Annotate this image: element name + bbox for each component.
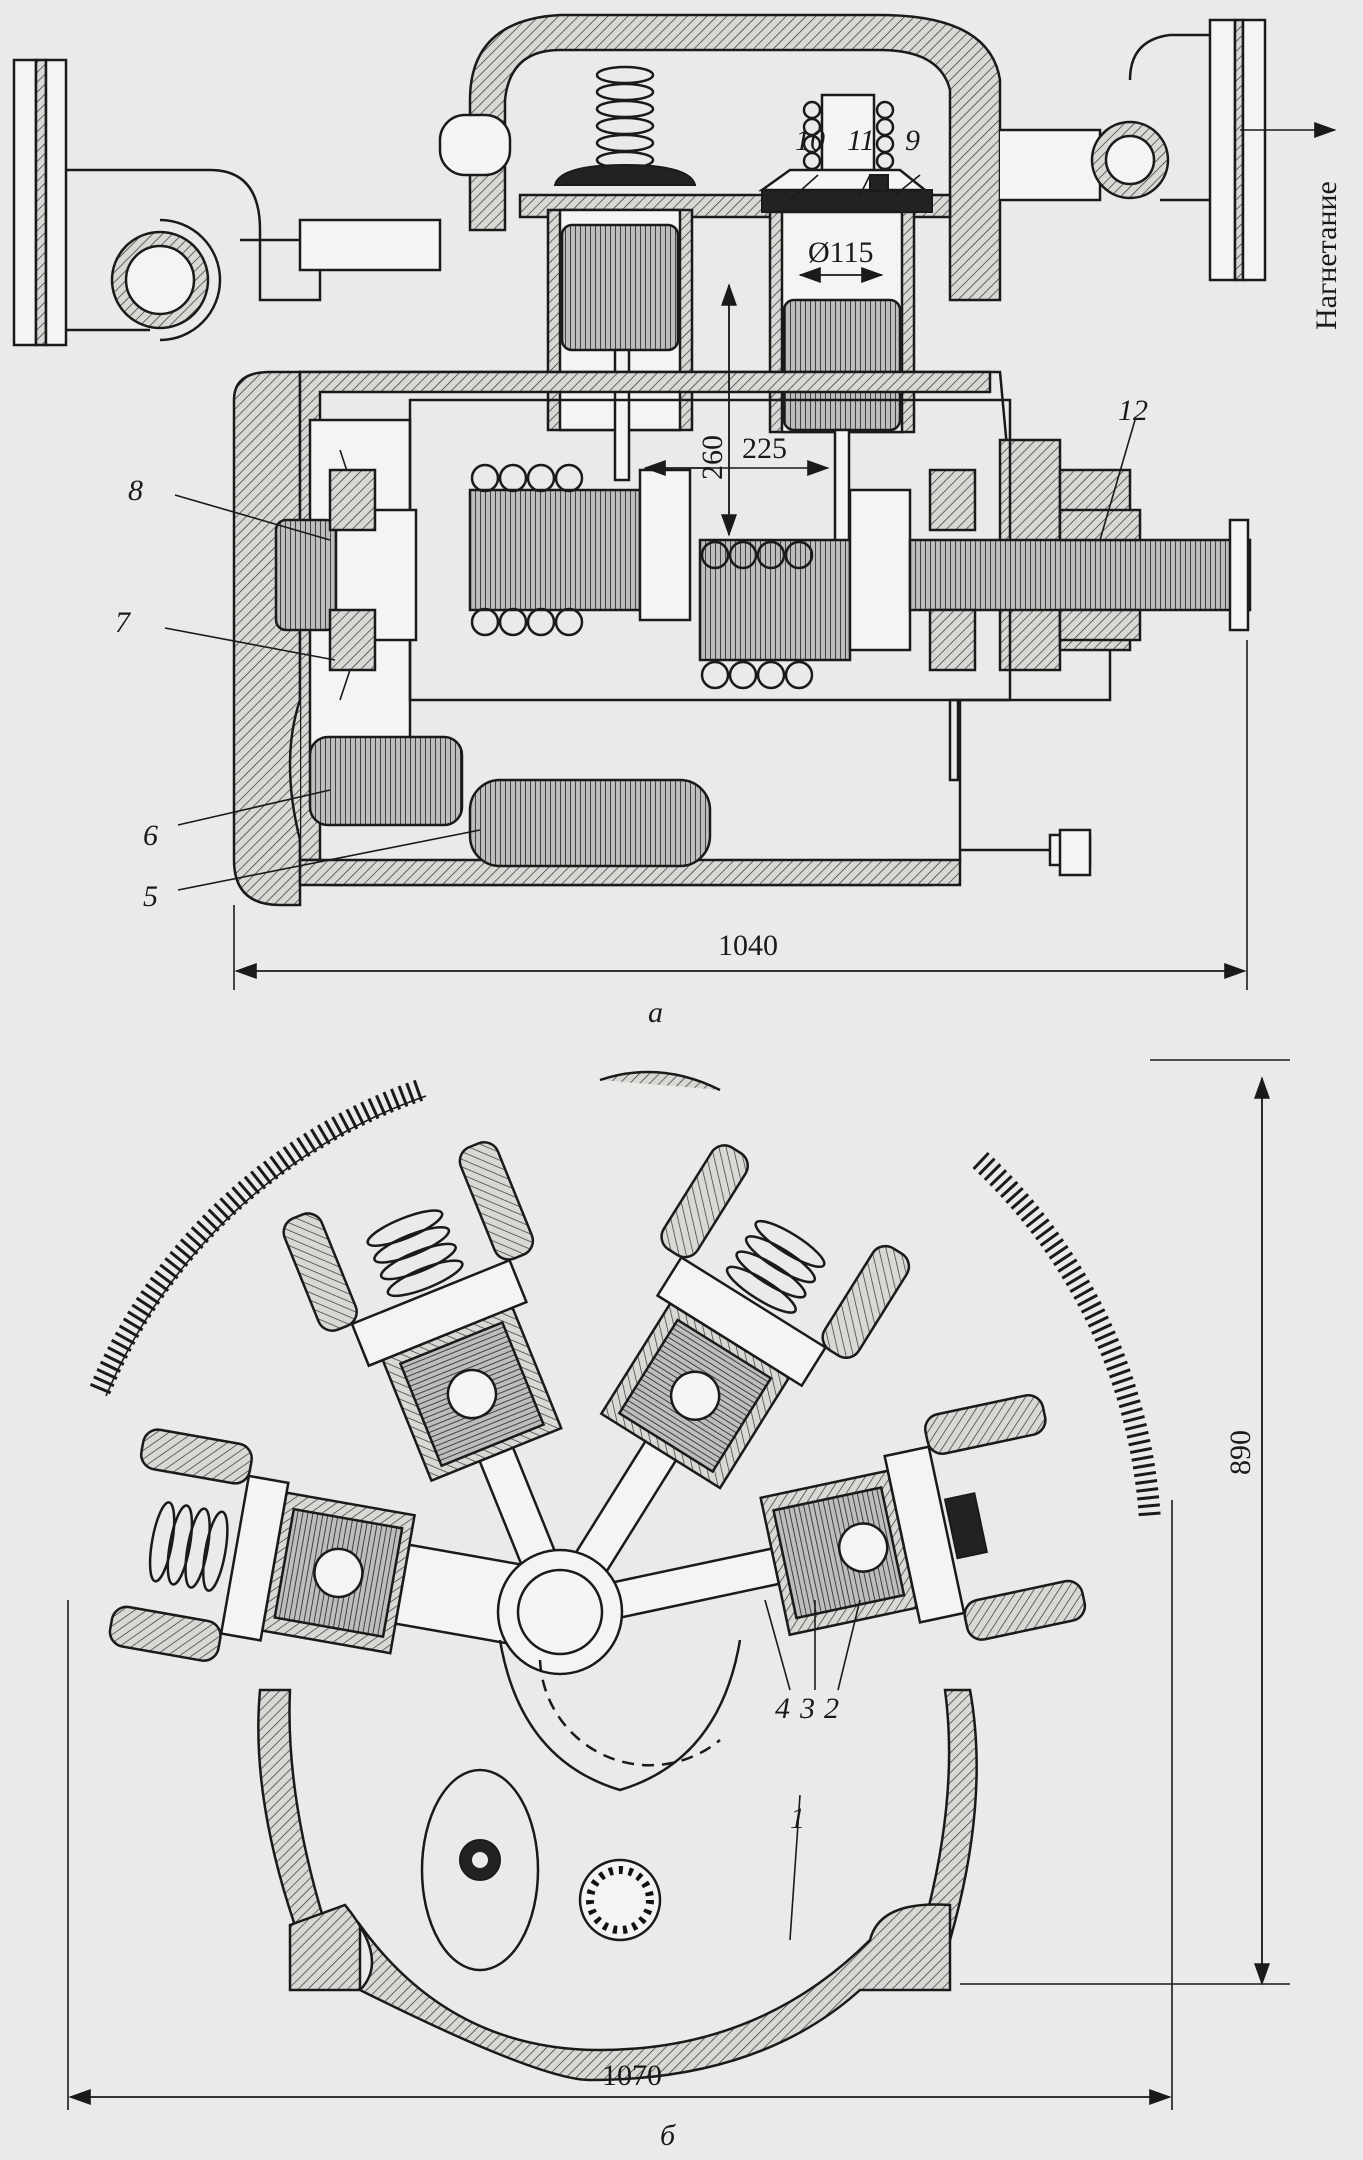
dimension-height-a: 260 <box>696 435 729 480</box>
callout-8: 8 <box>128 474 143 507</box>
cylinder-head <box>438 13 1002 302</box>
callout-11: 11 <box>847 124 875 157</box>
oil-parts <box>288 698 1092 877</box>
discharge-flange <box>1000 18 1267 282</box>
callout-1: 1 <box>790 1802 805 1835</box>
dimension-lines-a <box>233 122 1337 990</box>
callout-2: 2 <box>824 1692 839 1725</box>
left-piston <box>560 223 680 352</box>
crankcase-base <box>257 1688 978 2082</box>
right-piston <box>782 298 902 432</box>
dimension-length: 1040 <box>718 929 778 962</box>
right-cylinder <box>768 210 916 562</box>
part-b-cross-section: 4 3 2 1 890 1070 б <box>67 1059 1290 2152</box>
valve-springs <box>553 65 929 192</box>
dimension-lines-b <box>67 1059 1290 2110</box>
shaft-seal <box>1058 508 1142 542</box>
leader-lines-a <box>164 174 1136 891</box>
callout-5: 5 <box>143 880 158 913</box>
callout-6: 6 <box>143 819 158 852</box>
leader-lines-b <box>764 1599 861 1941</box>
dimension-offset: 225 <box>742 432 787 465</box>
crank-hub <box>496 1548 742 1792</box>
dimension-height-b: 890 <box>1224 1430 1257 1475</box>
dimension-width: 1070 <box>602 2059 662 2092</box>
cylinder-group-2 <box>282 1141 564 1584</box>
suction-flange <box>12 58 442 347</box>
cylinder-group-3 <box>564 1144 911 1590</box>
cylinder-group-4 <box>593 1393 1087 1641</box>
dimension-bore: Ø115 <box>808 236 874 269</box>
part-a-longitudinal-section: 10 11 9 12 8 7 6 5 Ø115 260 225 1040 а Н… <box>12 13 1343 1029</box>
callout-3: 3 <box>799 1692 815 1725</box>
flow-label-discharge: Нагнетание <box>1310 181 1343 330</box>
callout-7: 7 <box>115 606 132 639</box>
caption-a: а <box>648 996 663 1029</box>
cylinder-group-1 <box>108 1428 530 1662</box>
bearing-left <box>328 468 377 532</box>
flywheel-gear <box>89 1070 1161 1521</box>
left-cylinder <box>546 208 694 482</box>
callout-12: 12 <box>1118 394 1148 427</box>
bearing-right <box>928 468 977 532</box>
caption-b: б <box>660 2119 676 2152</box>
callout-9: 9 <box>905 124 920 157</box>
callout-10: 10 <box>795 124 825 157</box>
crankshaft <box>274 449 1252 701</box>
callout-4: 4 <box>775 1692 790 1725</box>
